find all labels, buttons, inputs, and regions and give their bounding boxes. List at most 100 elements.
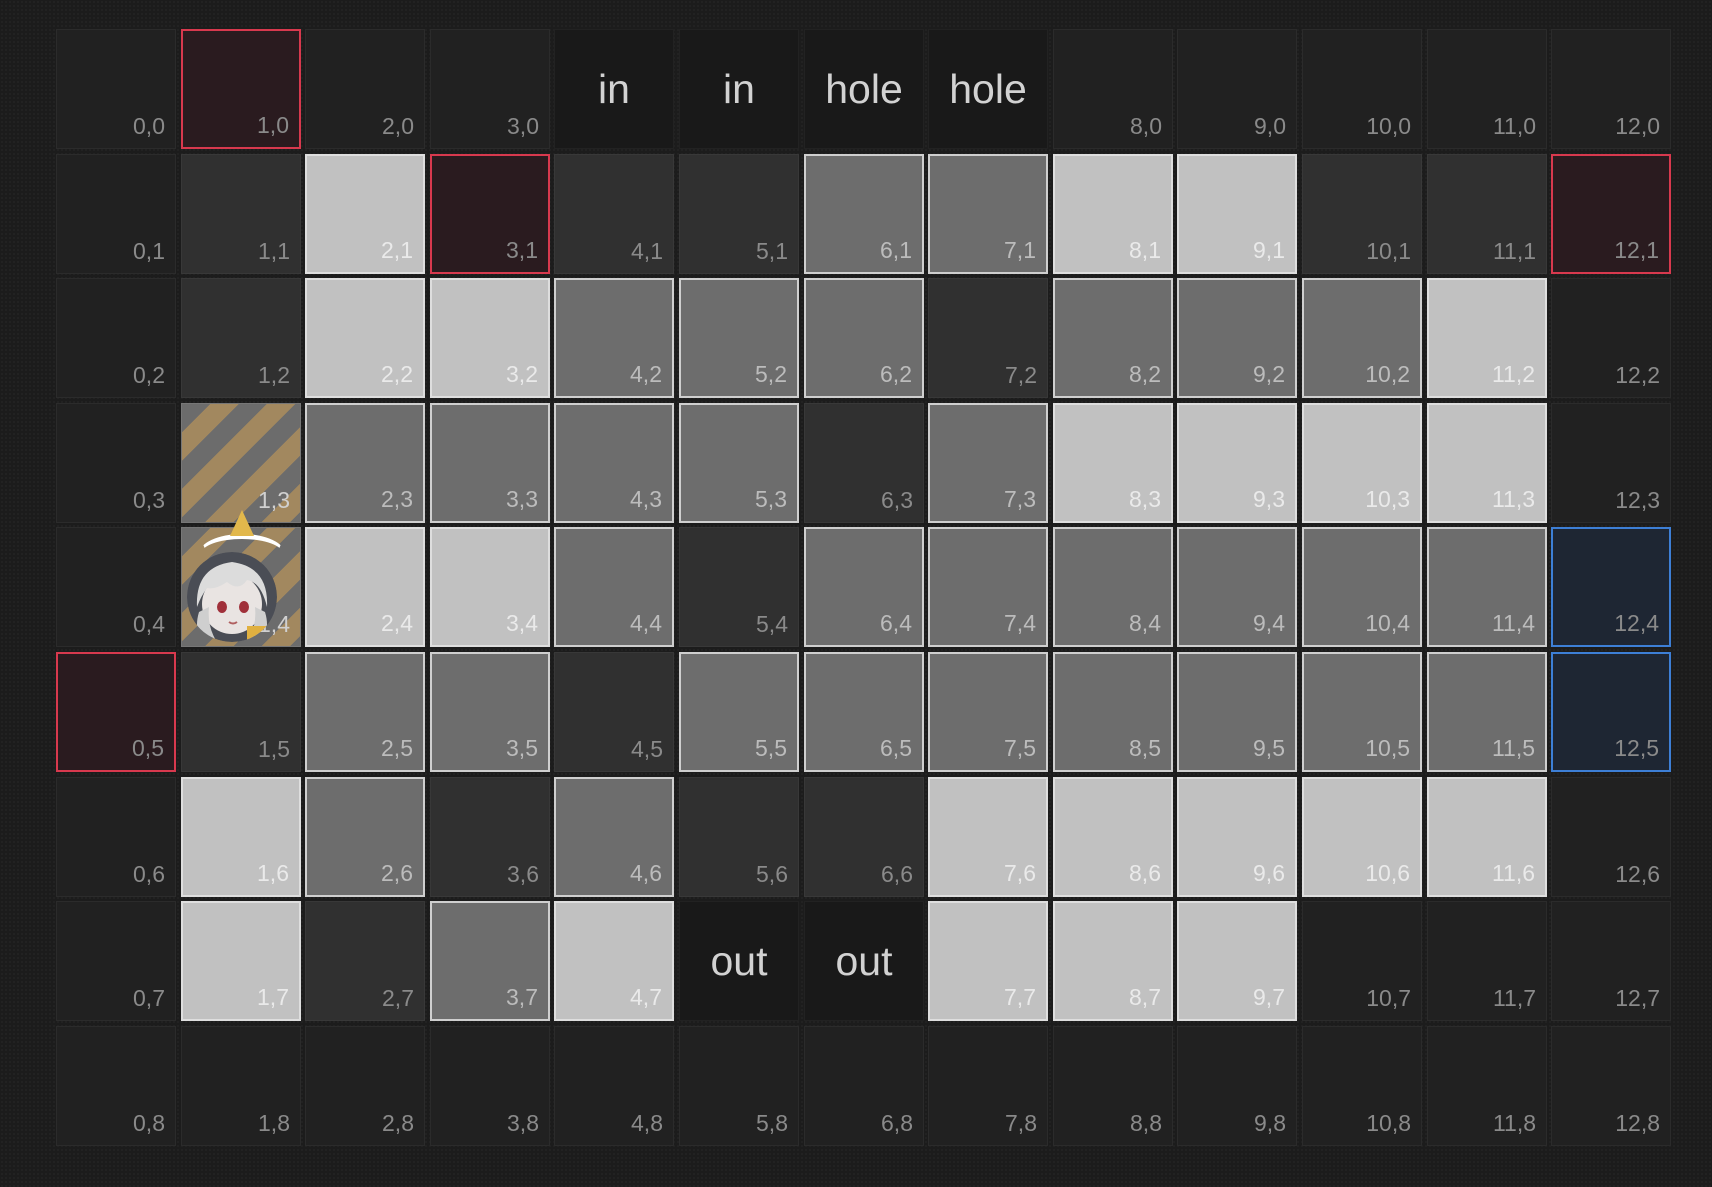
tile-6-8[interactable]: 6,8 xyxy=(804,1026,924,1146)
tile-0-0[interactable]: 0,0 xyxy=(56,29,176,149)
tile-10-3[interactable]: 10,3 xyxy=(1302,403,1422,523)
tile-9-2[interactable]: 9,2 xyxy=(1177,278,1297,398)
tile-12-8[interactable]: 12,8 xyxy=(1551,1026,1671,1146)
tile-6-5[interactable]: 6,5 xyxy=(804,652,924,772)
tile-9-1[interactable]: 9,1 xyxy=(1177,154,1297,274)
tile-11-3[interactable]: 11,3 xyxy=(1427,403,1547,523)
tile-7-7[interactable]: 7,7 xyxy=(928,901,1048,1021)
tile-6-6[interactable]: 6,6 xyxy=(804,777,924,897)
tile-3-2[interactable]: 3,2 xyxy=(430,278,550,398)
tile-9-6[interactable]: 9,6 xyxy=(1177,777,1297,897)
tile-3-5[interactable]: 3,5 xyxy=(430,652,550,772)
tile-10-0[interactable]: 10,0 xyxy=(1302,29,1422,149)
tile-7-8[interactable]: 7,8 xyxy=(928,1026,1048,1146)
tile-8-8[interactable]: 8,8 xyxy=(1053,1026,1173,1146)
tile-2-4[interactable]: 2,4 xyxy=(305,527,425,647)
tile-0-5[interactable]: 0,5 xyxy=(56,652,176,772)
tile-7-0[interactable]: hole xyxy=(928,29,1048,149)
tile-2-1[interactable]: 2,1 xyxy=(305,154,425,274)
tile-1-5[interactable]: 1,5 xyxy=(181,652,301,772)
tile-6-0[interactable]: hole xyxy=(804,29,924,149)
tile-12-7[interactable]: 12,7 xyxy=(1551,901,1671,1021)
tile-4-3[interactable]: 4,3 xyxy=(554,403,674,523)
direction-arrow-icon[interactable] xyxy=(230,510,254,536)
tile-5-2[interactable]: 5,2 xyxy=(679,278,799,398)
tile-12-5[interactable]: 12,5 xyxy=(1551,652,1671,772)
tile-11-0[interactable]: 11,0 xyxy=(1427,29,1547,149)
tile-8-7[interactable]: 8,7 xyxy=(1053,901,1173,1021)
tile-6-1[interactable]: 6,1 xyxy=(804,154,924,274)
tile-0-6[interactable]: 0,6 xyxy=(56,777,176,897)
tile-2-7[interactable]: 2,7 xyxy=(305,901,425,1021)
tile-5-0[interactable]: in xyxy=(679,29,799,149)
tile-5-1[interactable]: 5,1 xyxy=(679,154,799,274)
tile-11-7[interactable]: 11,7 xyxy=(1427,901,1547,1021)
tile-11-5[interactable]: 11,5 xyxy=(1427,652,1547,772)
tile-9-0[interactable]: 9,0 xyxy=(1177,29,1297,149)
tile-10-6[interactable]: 10,6 xyxy=(1302,777,1422,897)
tile-3-8[interactable]: 3,8 xyxy=(430,1026,550,1146)
tile-6-7[interactable]: out xyxy=(804,901,924,1021)
tile-9-5[interactable]: 9,5 xyxy=(1177,652,1297,772)
tile-1-4[interactable]: 1,4 xyxy=(181,510,301,647)
tile-3-1[interactable]: 3,1 xyxy=(430,154,550,274)
tile-1-0[interactable]: 1,0 xyxy=(181,29,301,149)
tile-7-4[interactable]: 7,4 xyxy=(928,527,1048,647)
tile-8-6[interactable]: 8,6 xyxy=(1053,777,1173,897)
tile-3-3[interactable]: 3,3 xyxy=(430,403,550,523)
tile-7-5[interactable]: 7,5 xyxy=(928,652,1048,772)
tile-10-5[interactable]: 10,5 xyxy=(1302,652,1422,772)
tile-0-4[interactable]: 0,4 xyxy=(56,527,176,647)
tile-7-6[interactable]: 7,6 xyxy=(928,777,1048,897)
tile-2-5[interactable]: 2,5 xyxy=(305,652,425,772)
tile-5-5[interactable]: 5,5 xyxy=(679,652,799,772)
tile-7-3[interactable]: 7,3 xyxy=(928,403,1048,523)
tile-2-8[interactable]: 2,8 xyxy=(305,1026,425,1146)
tile-4-4[interactable]: 4,4 xyxy=(554,527,674,647)
operator-avatar[interactable] xyxy=(187,552,277,642)
tile-9-4[interactable]: 9,4 xyxy=(1177,527,1297,647)
tile-0-7[interactable]: 0,7 xyxy=(56,901,176,1021)
tile-2-0[interactable]: 2,0 xyxy=(305,29,425,149)
tile-8-4[interactable]: 8,4 xyxy=(1053,527,1173,647)
tile-1-2[interactable]: 1,2 xyxy=(181,278,301,398)
tile-4-0[interactable]: in xyxy=(554,29,674,149)
tile-10-4[interactable]: 10,4 xyxy=(1302,527,1422,647)
tile-8-5[interactable]: 8,5 xyxy=(1053,652,1173,772)
tile-9-8[interactable]: 9,8 xyxy=(1177,1026,1297,1146)
tile-12-6[interactable]: 12,6 xyxy=(1551,777,1671,897)
tile-3-6[interactable]: 3,6 xyxy=(430,777,550,897)
tile-8-2[interactable]: 8,2 xyxy=(1053,278,1173,398)
tile-2-3[interactable]: 2,3 xyxy=(305,403,425,523)
tile-6-2[interactable]: 6,2 xyxy=(804,278,924,398)
tile-1-6[interactable]: 1,6 xyxy=(181,777,301,897)
tile-11-2[interactable]: 11,2 xyxy=(1427,278,1547,398)
tile-5-3[interactable]: 5,3 xyxy=(679,403,799,523)
tile-0-8[interactable]: 0,8 xyxy=(56,1026,176,1146)
tile-12-0[interactable]: 12,0 xyxy=(1551,29,1671,149)
tile-4-1[interactable]: 4,1 xyxy=(554,154,674,274)
tile-1-3[interactable]: 1,3 xyxy=(181,403,301,523)
tile-9-7[interactable]: 9,7 xyxy=(1177,901,1297,1021)
tile-12-1[interactable]: 12,1 xyxy=(1551,154,1671,274)
tile-6-4[interactable]: 6,4 xyxy=(804,527,924,647)
tile-4-5[interactable]: 4,5 xyxy=(554,652,674,772)
tile-0-3[interactable]: 0,3 xyxy=(56,403,176,523)
tile-8-1[interactable]: 8,1 xyxy=(1053,154,1173,274)
tile-7-2[interactable]: 7,2 xyxy=(928,278,1048,398)
tile-2-6[interactable]: 2,6 xyxy=(305,777,425,897)
tile-12-3[interactable]: 12,3 xyxy=(1551,403,1671,523)
tile-3-4[interactable]: 3,4 xyxy=(430,527,550,647)
tile-0-1[interactable]: 0,1 xyxy=(56,154,176,274)
tile-2-2[interactable]: 2,2 xyxy=(305,278,425,398)
tile-11-1[interactable]: 11,1 xyxy=(1427,154,1547,274)
tile-11-4[interactable]: 11,4 xyxy=(1427,527,1547,647)
tile-4-2[interactable]: 4,2 xyxy=(554,278,674,398)
tile-1-1[interactable]: 1,1 xyxy=(181,154,301,274)
tile-3-0[interactable]: 3,0 xyxy=(430,29,550,149)
tile-1-8[interactable]: 1,8 xyxy=(181,1026,301,1146)
tile-4-7[interactable]: 4,7 xyxy=(554,901,674,1021)
tile-8-0[interactable]: 8,0 xyxy=(1053,29,1173,149)
tile-5-7[interactable]: out xyxy=(679,901,799,1021)
tile-5-6[interactable]: 5,6 xyxy=(679,777,799,897)
